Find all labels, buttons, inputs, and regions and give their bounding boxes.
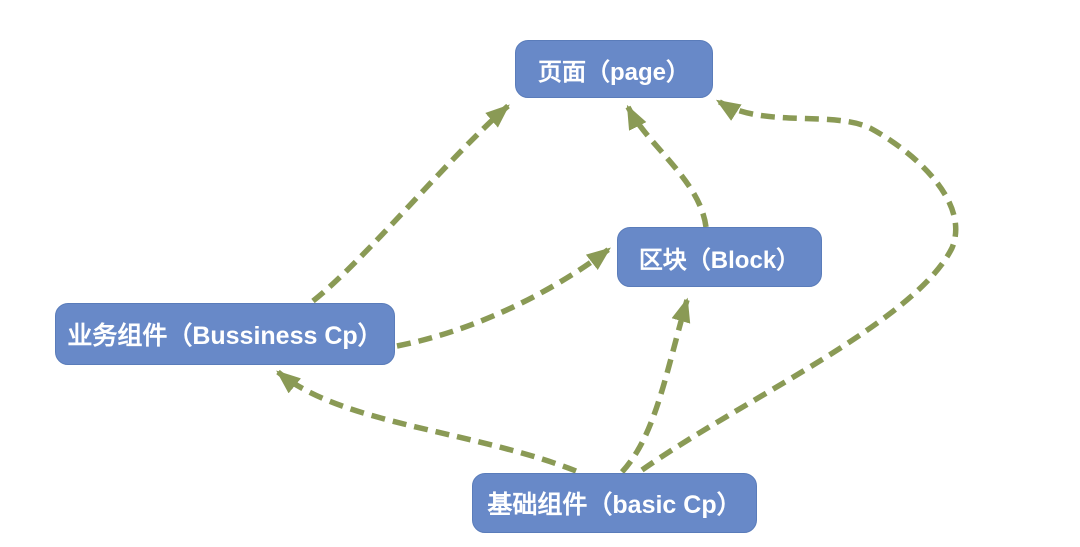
node-block: 区块（Block） bbox=[617, 227, 822, 287]
node-basic-component-label: 基础组件（basic Cp） bbox=[487, 491, 742, 519]
edge-basic-to-block bbox=[619, 297, 691, 474]
edge-business-to-page bbox=[311, 103, 510, 304]
edge-basic-to-page bbox=[640, 98, 959, 473]
node-block-label: 区块（Block） bbox=[638, 246, 801, 274]
node-page-label: 页面（page） bbox=[537, 58, 690, 86]
edge-basic-to-business bbox=[276, 369, 578, 474]
edge-business-to-block bbox=[396, 246, 611, 349]
node-basic-component: 基础组件（basic Cp） bbox=[472, 473, 757, 533]
node-page: 页面（page） bbox=[515, 40, 713, 98]
node-business-component: 业务组件（Bussiness Cp） bbox=[55, 303, 395, 365]
edge-block-to-page bbox=[625, 104, 709, 228]
node-business-component-label: 业务组件（Bussiness Cp） bbox=[67, 322, 383, 350]
